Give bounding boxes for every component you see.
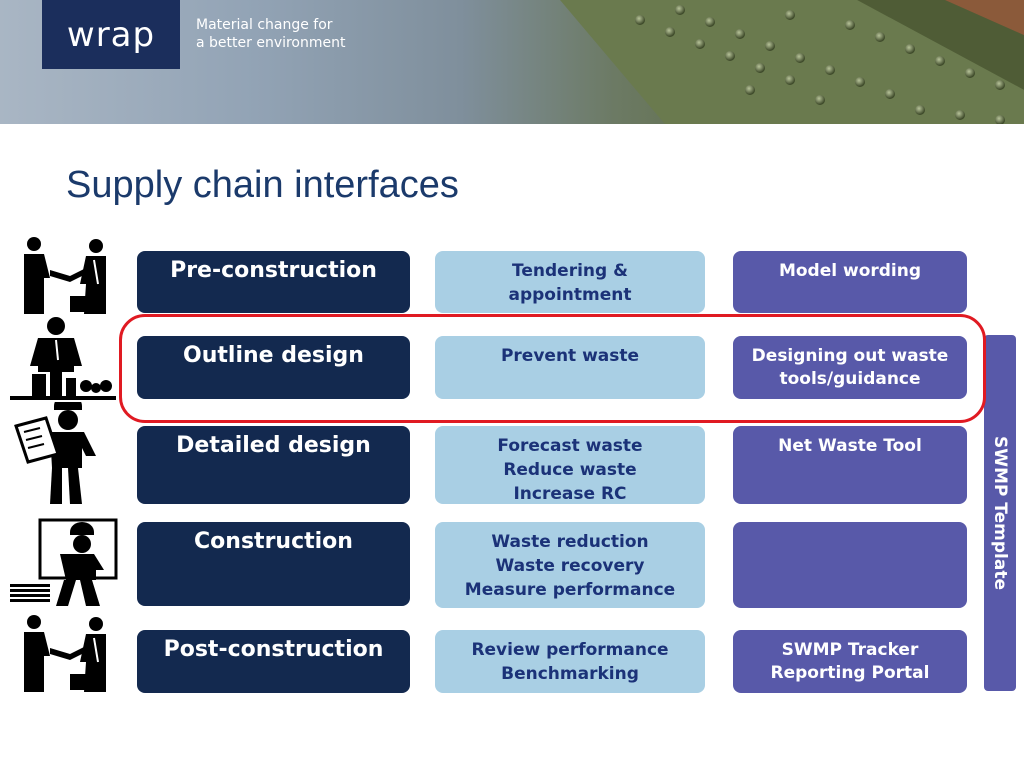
wrap-logo: wrap	[42, 0, 180, 69]
tagline-line-1: Material change for	[196, 17, 333, 33]
bridge-girder-image	[560, 0, 1024, 124]
slide-title: Supply chain interfaces	[66, 164, 459, 206]
tagline-line-2: a better environment	[196, 35, 346, 51]
swmp-template-label: SWMP Template	[990, 436, 1010, 590]
activity-detailed-design: Forecast waste Reduce waste Increase RC	[435, 426, 705, 504]
tagline: Material change for a better environment	[196, 16, 346, 52]
logo-wordmark: wrap	[66, 14, 156, 55]
handshake-icon	[24, 615, 106, 692]
outline-design-highlight	[119, 314, 986, 423]
stage-post-construction: Post-construction	[137, 630, 410, 693]
stage-outline-design: Outline design	[137, 336, 410, 399]
businessman-city-icon	[10, 317, 116, 400]
tool-post-construction: SWMP Tracker Reporting Portal	[733, 630, 967, 693]
worker-blueprint-icon	[14, 402, 96, 504]
swmp-template-bar: SWMP Template	[984, 335, 1016, 691]
activity-post-construction: Review performance Benchmarking	[435, 630, 705, 693]
tool-construction	[733, 522, 967, 608]
activity-construction: Waste reduction Waste recovery Measure p…	[435, 522, 705, 608]
stage-detailed-design: Detailed design	[137, 426, 410, 504]
stage-pre-construction: Pre-construction	[137, 251, 410, 313]
activity-outline-design: Prevent waste	[435, 336, 705, 399]
worker-whiteboard-icon	[10, 518, 118, 606]
tool-outline-design: Designing out waste tools/guidance	[733, 336, 967, 399]
tool-detailed-design: Net Waste Tool	[733, 426, 967, 504]
header-banner: wrap Material change for a better enviro…	[0, 0, 1024, 124]
handshake-icon	[24, 237, 106, 314]
stage-construction: Construction	[137, 522, 410, 606]
activity-pre-construction: Tendering & appointment	[435, 251, 705, 313]
tool-pre-construction: Model wording	[733, 251, 967, 313]
